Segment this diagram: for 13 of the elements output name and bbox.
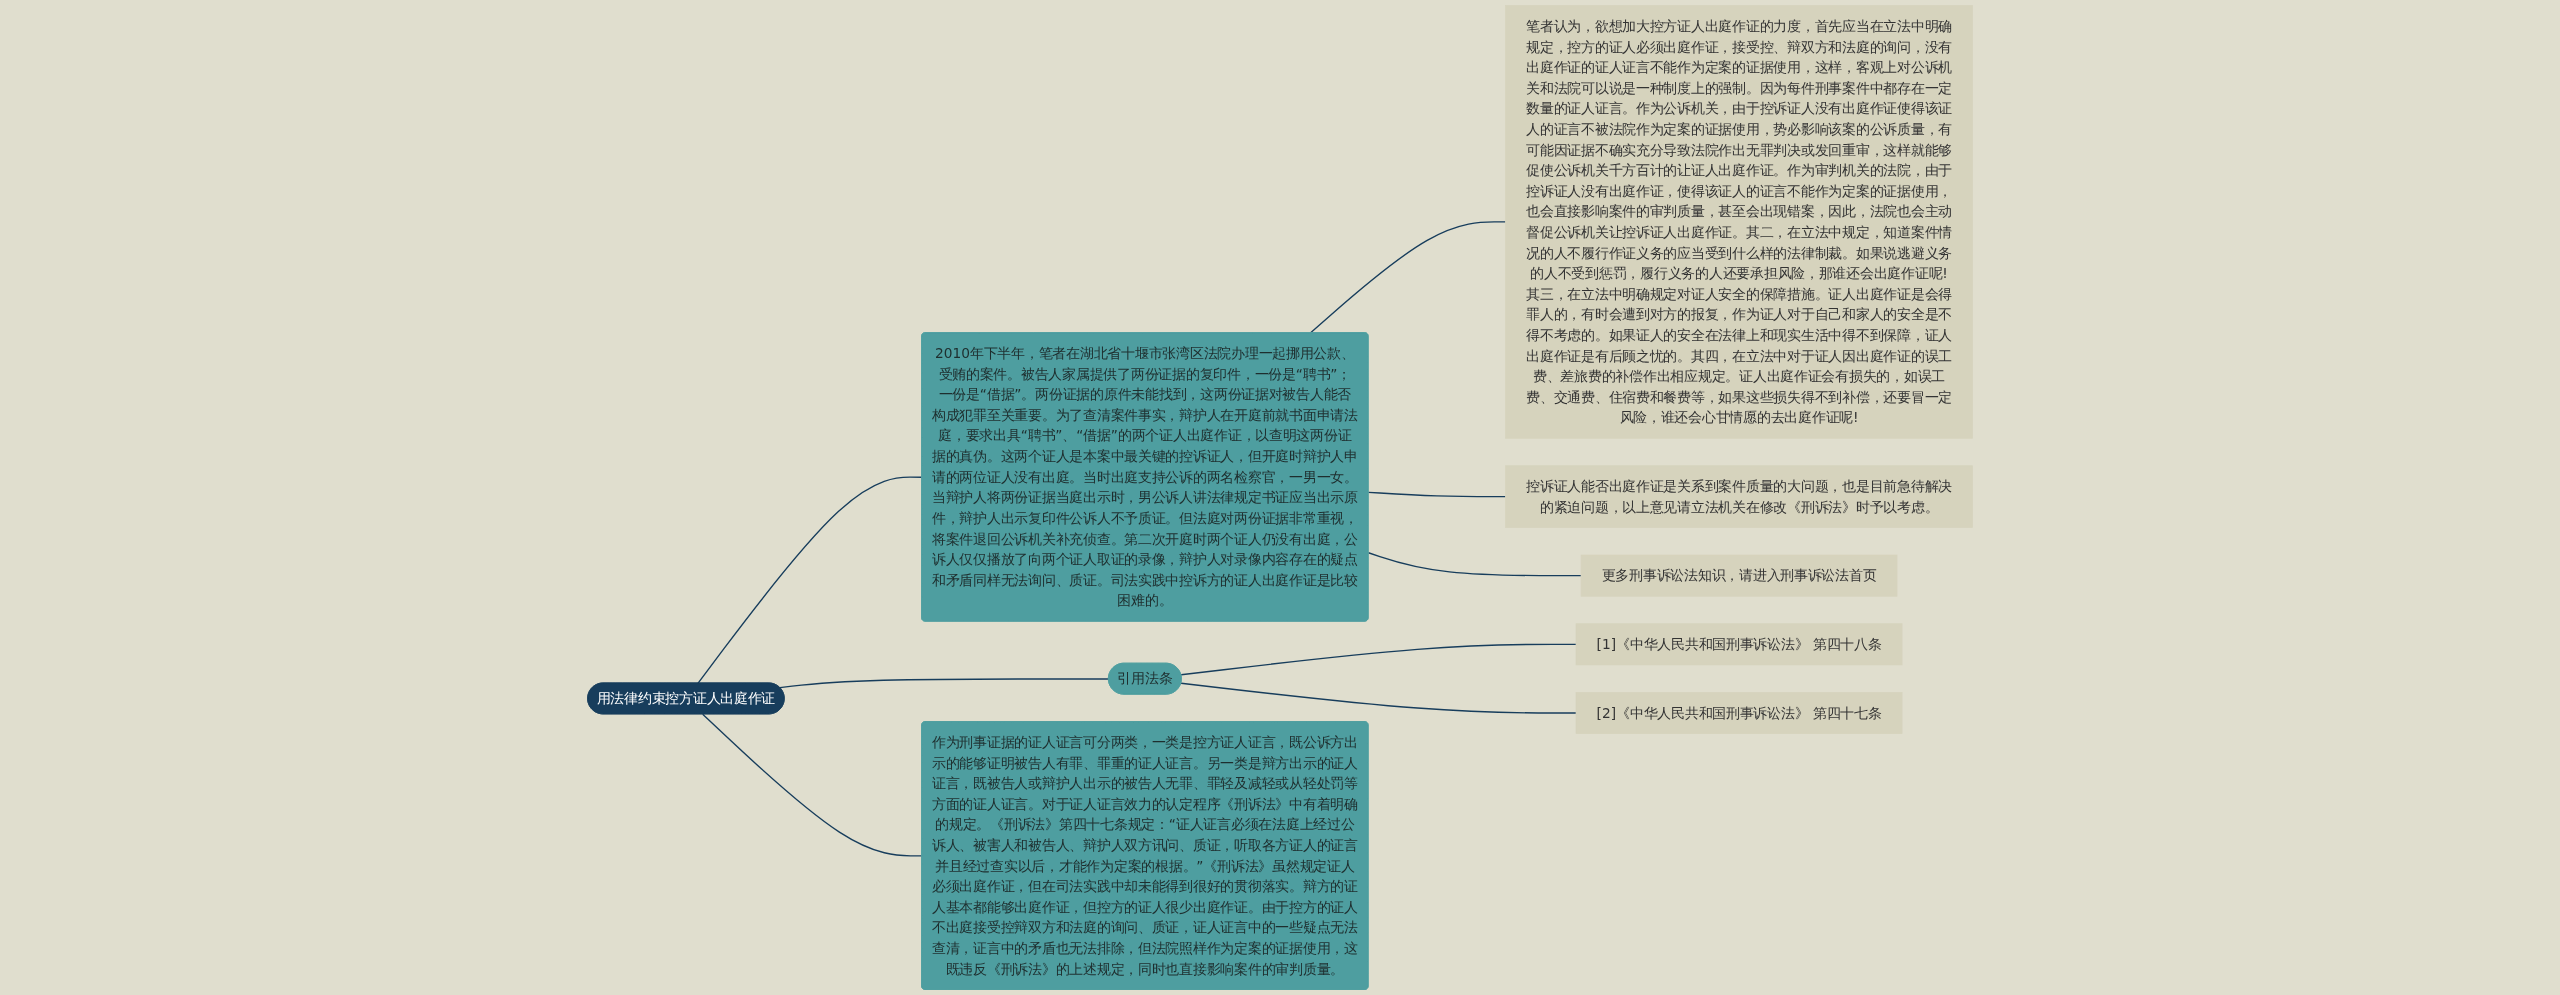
connector bbox=[779, 678, 1110, 689]
connector bbox=[1180, 682, 1577, 714]
connector bbox=[1180, 643, 1577, 676]
node-box: 控诉证人能否出庭作证是关系到案件质量的大问题，也是目前急待解决的紧迫问题，以上意见请立法机关在修改《刑诉法》时予以考虑。 bbox=[1505, 465, 1973, 528]
connector bbox=[1367, 552, 1582, 577]
connector bbox=[1367, 491, 1507, 498]
connector bbox=[701, 713, 923, 857]
connector bbox=[697, 476, 923, 684]
node-box: 更多刑事诉讼法知识，请进入刑事诉讼法首页 bbox=[1580, 554, 1898, 597]
node-box: [2]《中华人民共和国刑事诉讼法》 第四十七条 bbox=[1575, 692, 1903, 734]
connector bbox=[1309, 221, 1507, 334]
node-box: [1]《中华人民共和国刑事诉讼法》 第四十八条 bbox=[1575, 623, 1903, 666]
node-box: 笔者认为，欲想加大控方证人出庭作证的力度，首先应当在立法中明确规定，控方的证人必须出庭作证，接受控、辩双方和法庭的询问，没有出庭作证的证人证言不能作为定案的证据使用，这样，客观上对公诉机关和法院可以说是一种制度上的强制。因为每件刑事案件中都存在一定数量的证人证言。作为公诉机关，由于控诉证人没有出庭作证使得该证人的证言不被法院作为定案的证据使用，势必影响该案的公诉质量，有可能因证据不确实充分导致法院作出无罪判决或发回重审，这样就能够促使公诉机关千方百计的让证人出庭作证。作为审判机关的法院，由于控诉证人没有出庭作证，使得该证人的证言不能作为定案的证据使用，也会直接影响案件的审判质量，甚至会出现错案，因此，法院也会主动督促公诉机关让控诉证人出庭作证。其二，在立法中规定，知道案件情况的人不履行作证义务的应当受到什么样的法律制裁。如果说逃避义务的人不受到惩罚，履行义务的人还要承担风险，那谁还会出庭作证呢!其三，在立法中明确规定对证人安全的保障措施。证人出庭作证是会得罪人的，有时会遭到对方的报复，作为证人对于自己和家人的安全是不得不考虑的。如果证人的安全在法律上和现实生活中得不到保障，证人出庭作证是有后顾之忧的。其四，在立法中对于证人因出庭作证的误工费、差旅费的补偿作出相应规定。证人出庭作证会有损失的，如误工费、交通费、住宿费和餐费等，如果这些损失得不到补偿，还要冒一定风险，谁还会心甘情愿的去出庭作证呢! bbox=[1505, 5, 1973, 439]
